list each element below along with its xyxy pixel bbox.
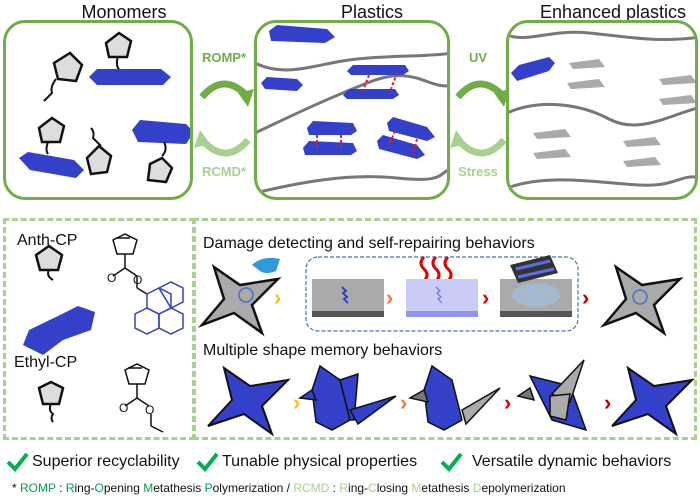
separator: / [283, 481, 294, 495]
romp-word: etathesis [153, 481, 205, 495]
feature-tunable: Tunable physical properties [196, 452, 417, 472]
feature-recyclability: Superior recyclability [6, 452, 180, 472]
reverse-arrow-icon [194, 130, 251, 157]
origami-crane-icon [297, 364, 397, 431]
cyclopentene-icon [85, 127, 113, 176]
enhanced-plastics-panel [506, 20, 698, 200]
romp-word: olymerization [212, 481, 284, 495]
star-shape-icon [207, 365, 291, 437]
chevron-icon: › [604, 390, 611, 415]
panel-title-plastics: Plastics [340, 2, 403, 22]
star-shape-recovered-icon [611, 365, 695, 437]
plastics-panel [254, 20, 450, 200]
ethyl-carbonyl-oxygen: O [119, 401, 128, 415]
uv-label: UV [468, 50, 488, 65]
romp-label: ROMP* [201, 50, 247, 65]
heated-film-icon [406, 255, 478, 317]
rcmd-word: losing [376, 481, 412, 495]
chevron-icon: › [386, 285, 393, 310]
anth-ester-oxygen: O [133, 273, 142, 287]
check-icon [196, 452, 219, 472]
monomers-panel [3, 20, 193, 200]
monomer-drawings [19, 31, 190, 184]
anth-monomer-icon [132, 120, 190, 184]
footnote: * ROMP : Ring-Opening Metathesis Polymer… [12, 481, 566, 495]
check-icon [440, 452, 463, 472]
feature-label: Superior recyclability [32, 453, 180, 470]
ethyl-cp-structure-icon [124, 363, 164, 433]
damaged-star-icon [197, 257, 282, 337]
anth-monomer-icon [89, 31, 171, 85]
romp-word: pening [103, 481, 144, 495]
origami-crane-gray-icon [516, 359, 588, 432]
panel-title-enhanced: Enhanced plastics [539, 2, 687, 22]
romp-abbr: ROMP [20, 481, 56, 495]
romp-word: ing- [74, 481, 95, 495]
rcmd-word: etathesis [421, 481, 473, 495]
shape-memory-title: Multiple shape memory behaviors [203, 342, 443, 359]
chevron-icon: › [400, 390, 407, 415]
rcmd-initial: R [339, 481, 349, 495]
feature-versatile: Versatile dynamic behaviors [440, 452, 671, 472]
chevron-icon: › [482, 285, 489, 310]
chevron-icon: › [293, 390, 300, 415]
ethyl-ester-oxygen: O [145, 403, 154, 417]
anth-cp-cartoon-icon [23, 244, 95, 355]
forward-arrow-icon [455, 80, 510, 107]
behaviors-box [193, 218, 697, 440]
anth-cp-label: Anth-CP [17, 232, 78, 249]
damage-repair-sequence: › › › › [197, 255, 684, 337]
polymer-network [257, 25, 447, 195]
romp-initial: R [65, 481, 75, 495]
origami-crane-partial-icon [407, 364, 501, 431]
crosslinked-network [509, 30, 695, 189]
feature-label: Tunable physical properties [222, 453, 418, 470]
chevron-icon: › [274, 285, 281, 310]
rcmd-word: ing- [348, 481, 369, 495]
check-icon [6, 452, 29, 472]
romp-initial: P [204, 481, 213, 495]
romp-initial: O [94, 481, 104, 495]
uv-lamp-film-icon [500, 255, 572, 317]
rcmd-initial: D [472, 481, 482, 495]
scratched-film-icon [312, 279, 384, 317]
anth-cp-structure-icon [112, 233, 184, 335]
rcmd-initial: C [368, 481, 377, 495]
rcmd-label: RCMD* [201, 164, 247, 179]
panel-title-monomers: Monomers [81, 2, 167, 22]
rcmd-word: epolymerization [481, 481, 566, 495]
chevron-icon: › [582, 285, 589, 310]
monomer-structures: O O O O [23, 233, 184, 433]
shape-memory-sequence: › › › › [207, 359, 695, 437]
reverse-arrow-icon [450, 130, 507, 157]
romp-initial: M [143, 481, 154, 495]
zoom-inset-frame [305, 256, 579, 332]
chevron-icon: › [504, 390, 511, 415]
cyclopentene-icon [43, 51, 84, 102]
ethyl-cp-label: Ethyl-CP [14, 354, 78, 371]
stress-label: Stress [458, 164, 498, 179]
ethyl-cp-cartoon-icon [37, 380, 65, 423]
forward-arrow-icon [199, 80, 254, 107]
separator: : [329, 481, 340, 495]
feature-label: Versatile dynamic behaviors [472, 453, 672, 470]
rcmd-initial: M [411, 481, 422, 495]
anth-monomer-icon [19, 116, 84, 178]
rcmd-abbr: RCMD [293, 481, 330, 495]
damage-title: Damage detecting and self-repairing beha… [203, 235, 535, 252]
footnote-star: * [12, 481, 21, 495]
separator: : [55, 481, 66, 495]
repaired-star-icon [599, 263, 684, 337]
anth-carbonyl-oxygen: O [107, 271, 116, 285]
